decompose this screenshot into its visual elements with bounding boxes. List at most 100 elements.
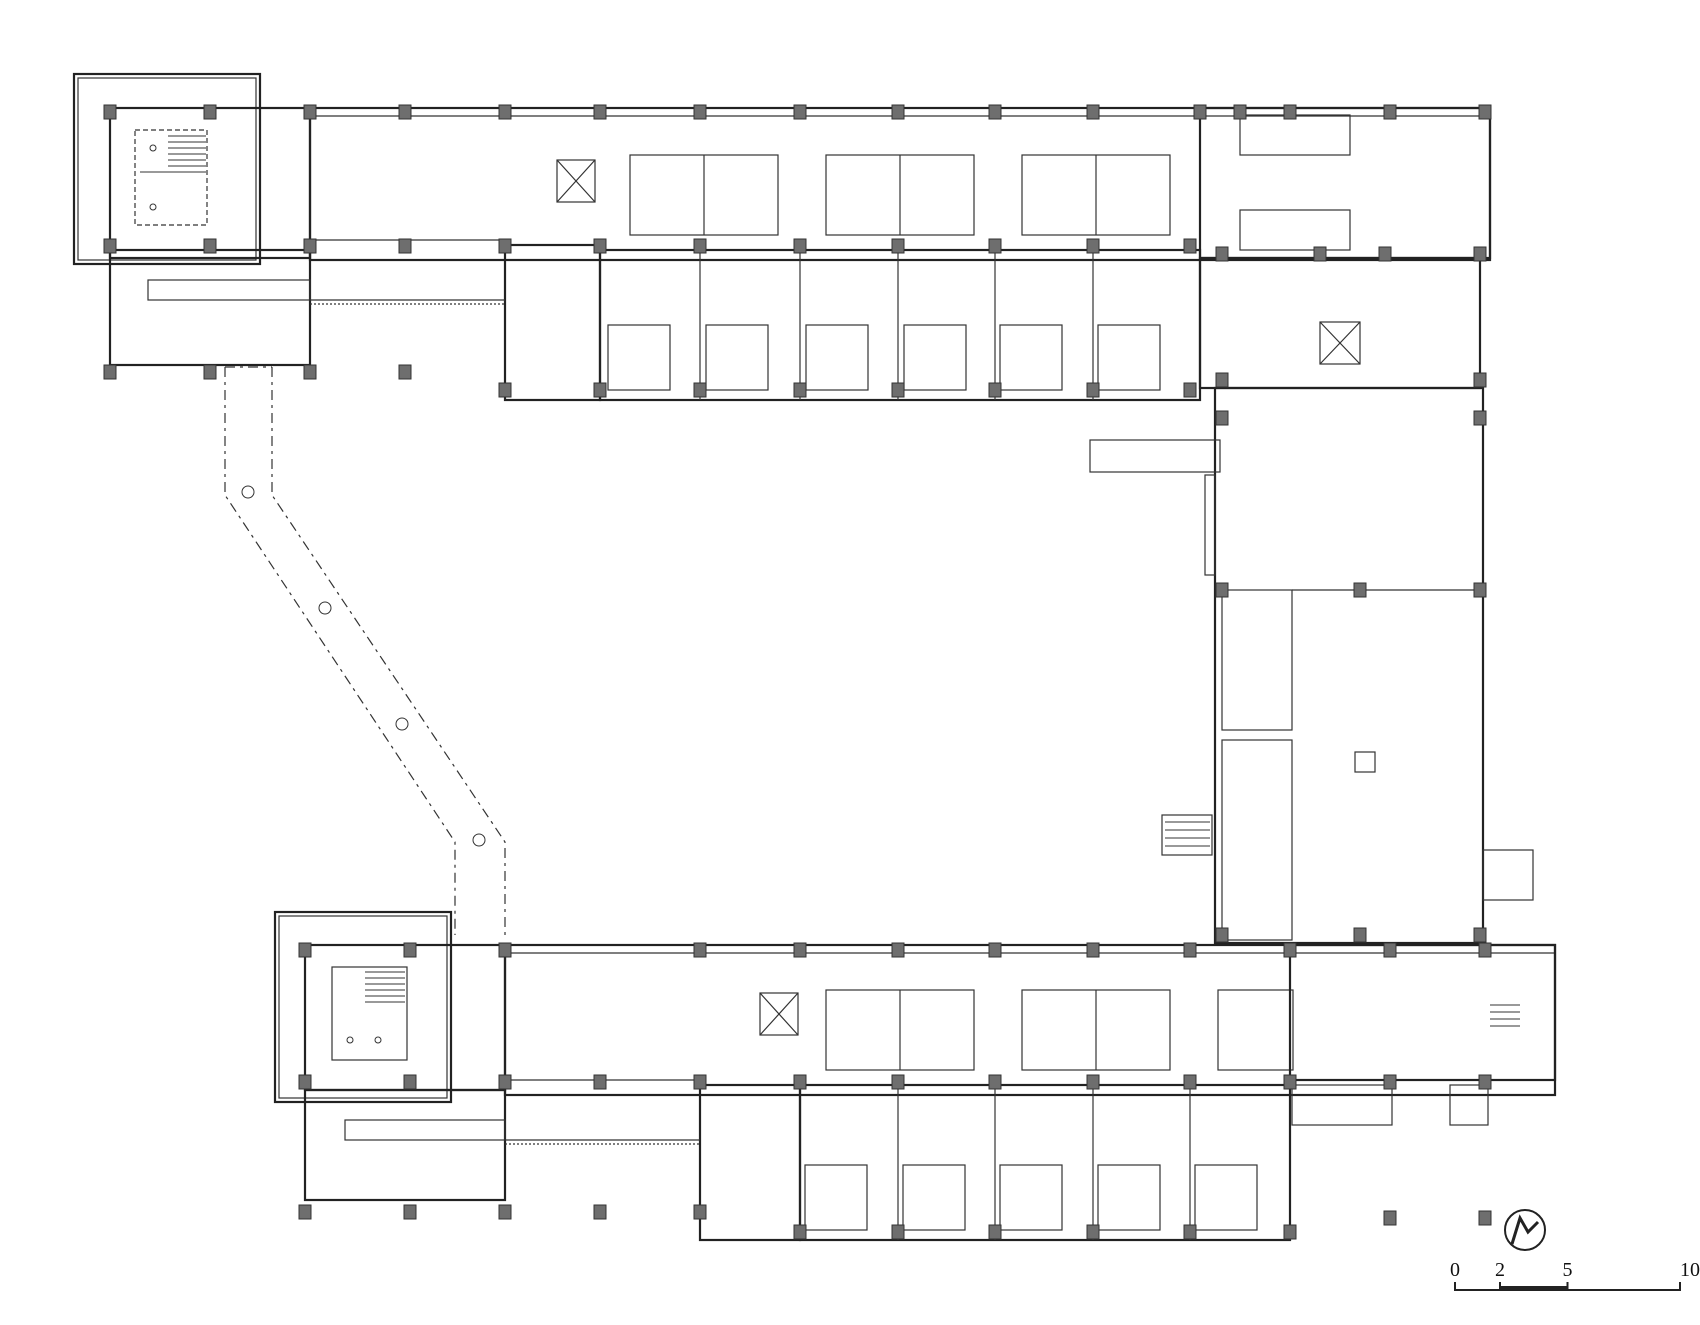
column-20 — [793, 238, 807, 254]
column-35 — [398, 364, 412, 380]
column-68 — [403, 942, 417, 958]
column-12 — [1233, 104, 1247, 120]
column-38 — [303, 238, 317, 254]
column-87 — [1283, 1074, 1297, 1090]
scale-label-1: 2 — [1495, 1259, 1505, 1281]
column-17 — [593, 382, 607, 398]
column-33 — [203, 364, 217, 380]
column-64 — [1478, 942, 1492, 958]
column-41 — [1215, 246, 1229, 262]
column-90 — [1383, 1210, 1397, 1226]
column-72 — [498, 1204, 512, 1220]
column-47 — [1473, 372, 1487, 388]
column-75 — [693, 1074, 707, 1090]
column-56 — [693, 942, 707, 958]
column-37 — [203, 238, 217, 254]
south-wing — [503, 943, 1557, 1242]
column-88 — [1283, 1224, 1297, 1240]
scale-label-2: 5 — [1563, 1259, 1573, 1281]
column-63 — [1383, 942, 1397, 958]
east-wing — [1089, 386, 1534, 945]
column-50 — [1215, 927, 1229, 943]
column-52 — [1353, 927, 1367, 943]
column-14 — [1383, 104, 1397, 120]
column-42 — [1473, 246, 1487, 262]
south-elevator-icon — [759, 992, 799, 1036]
column-83 — [1086, 1074, 1100, 1090]
column-46 — [1215, 410, 1229, 426]
column-7 — [793, 104, 807, 120]
column-28 — [1183, 238, 1197, 254]
column-66 — [298, 1074, 312, 1090]
column-5 — [593, 104, 607, 120]
column-44 — [1378, 246, 1392, 262]
sw-stair-flight — [365, 971, 405, 1003]
column-24 — [988, 238, 1002, 254]
column-73 — [593, 1074, 607, 1090]
column-40 — [498, 238, 512, 254]
column-76 — [693, 1204, 707, 1220]
column-79 — [891, 1074, 905, 1090]
column-11 — [1193, 104, 1207, 120]
north-elevator-icon — [556, 159, 596, 203]
column-48 — [1473, 410, 1487, 426]
column-8 — [891, 104, 905, 120]
column-58 — [891, 942, 905, 958]
column-32 — [103, 364, 117, 380]
column-49 — [1215, 582, 1229, 598]
scale-bar-segment — [1500, 1286, 1568, 1290]
column-59 — [988, 942, 1002, 958]
column-39 — [398, 238, 412, 254]
column-92 — [1478, 1210, 1492, 1226]
north-arrow-icon — [1504, 1209, 1546, 1251]
column-16 — [593, 238, 607, 254]
column-4 — [498, 104, 512, 120]
column-70 — [403, 1204, 417, 1220]
east-stair-flight — [1165, 821, 1210, 847]
column-84 — [1086, 1224, 1100, 1240]
covered-walkway — [224, 366, 506, 935]
column-61 — [1183, 942, 1197, 958]
column-53 — [1473, 582, 1487, 598]
column-21 — [793, 382, 807, 398]
column-65 — [298, 942, 312, 958]
scale-bar: 02510m — [1450, 1259, 1700, 1291]
column-18 — [693, 238, 707, 254]
column-71 — [498, 1074, 512, 1090]
column-27 — [1086, 382, 1100, 398]
column-31 — [693, 382, 707, 398]
structural-columns — [103, 104, 1492, 1240]
column-26 — [1086, 238, 1100, 254]
scale-label-3: 10m — [1680, 1259, 1700, 1281]
column-1 — [203, 104, 217, 120]
column-62 — [1283, 942, 1297, 958]
column-36 — [103, 238, 117, 254]
column-0 — [103, 104, 117, 120]
column-85 — [1183, 1074, 1197, 1090]
nw-stair-flight — [140, 135, 206, 173]
ne-elevator-icon — [1319, 321, 1361, 365]
column-34 — [303, 364, 317, 380]
column-80 — [891, 1224, 905, 1240]
column-29 — [1183, 382, 1197, 398]
column-23 — [891, 382, 905, 398]
column-74 — [593, 1204, 607, 1220]
column-22 — [891, 238, 905, 254]
column-57 — [793, 942, 807, 958]
column-91 — [1478, 1074, 1492, 1090]
column-77 — [793, 1074, 807, 1090]
column-45 — [1215, 372, 1229, 388]
column-51 — [1353, 582, 1367, 598]
column-3 — [398, 104, 412, 120]
column-67 — [298, 1204, 312, 1220]
column-10 — [1086, 104, 1100, 120]
column-60 — [1086, 942, 1100, 958]
column-43 — [1313, 246, 1327, 262]
column-25 — [988, 382, 1002, 398]
column-13 — [1283, 104, 1297, 120]
se-stair-flight — [1490, 1004, 1520, 1027]
column-89 — [1383, 1074, 1397, 1090]
column-81 — [988, 1074, 1002, 1090]
column-55 — [498, 942, 512, 958]
